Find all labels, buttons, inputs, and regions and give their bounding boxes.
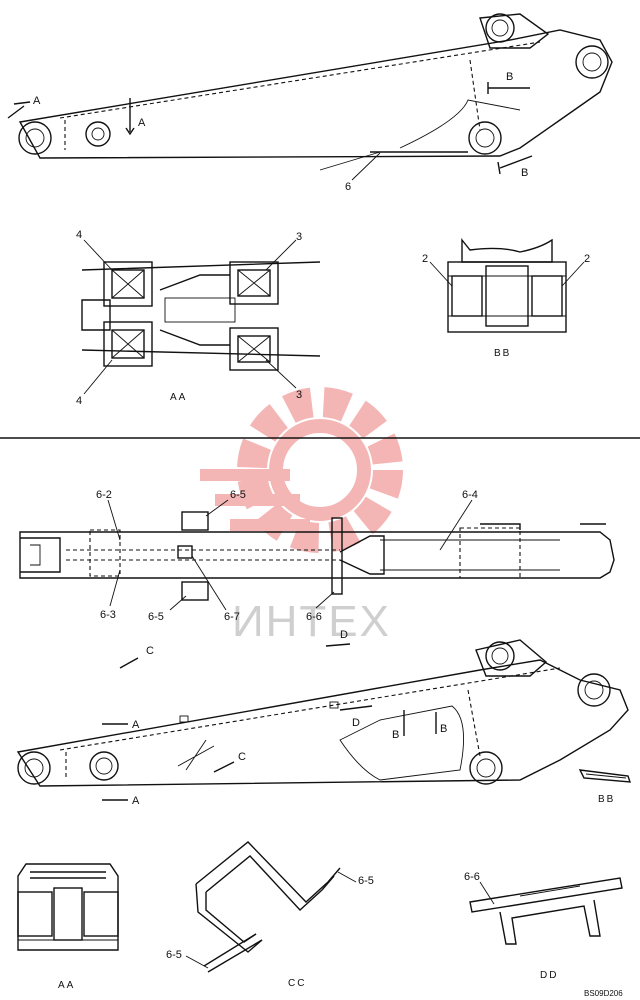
section-aa-bottom (17, 863, 119, 951)
bb-top-caption: BB (494, 348, 511, 359)
view-arrow-a-mid (125, 98, 135, 136)
view-label-d-upper: D (340, 629, 348, 641)
bottom-boom-side-view (16, 639, 629, 787)
top-boom-side-view (18, 13, 613, 171)
cc-label-6-5-lower: 6-5 (166, 949, 182, 961)
drawing-code: BS09D206 (584, 989, 623, 998)
view-label-b-bottom: B (521, 167, 528, 179)
section-cc-bracket (195, 841, 341, 973)
dd-label-6-6: 6-6 (464, 871, 480, 883)
bb-bottom-caption: BB (598, 794, 615, 805)
aa-top-caption: AA (170, 392, 187, 403)
view-label-a-upper: A (132, 719, 140, 731)
view-label-a-lower: A (132, 795, 140, 807)
plan-label-6-5-top: 6-5 (230, 489, 246, 501)
section-dd-plate (469, 877, 623, 945)
aa-bottom-caption: AA (58, 980, 75, 991)
view-arrow-c-lower (213, 761, 235, 773)
dd-caption: DD (540, 970, 558, 981)
plan-label-6-3: 6-3 (100, 609, 116, 621)
view-label-b-top: B (506, 71, 513, 83)
plan-label-6-2: 6-2 (96, 489, 112, 501)
bb-top-label-2-left: 2 (422, 253, 428, 265)
view-arrow-d-upper (325, 643, 351, 647)
view-label-b-right: B (440, 723, 447, 735)
part-label-6: 6 (345, 181, 351, 193)
view-arrow-d-lower (339, 705, 373, 711)
view-arrow-c-upper (119, 657, 139, 669)
bottom-boom-plan-view (19, 511, 615, 601)
view-label-a-mid: A (138, 117, 146, 129)
section-aa-top (81, 261, 321, 371)
view-label-d-lower: D (352, 717, 360, 729)
aa-top-label-3-upper: 3 (296, 231, 302, 243)
aa-top-label-4-lower: 4 (76, 395, 82, 407)
view-label-c-upper: C (146, 645, 154, 657)
section-bb-top (447, 238, 567, 333)
view-arrow-b-bottom (497, 155, 533, 175)
watermark-text: ИНТЕХ (232, 597, 391, 646)
aa-top-label-3-lower: 3 (296, 389, 302, 401)
cc-label-6-5-upper: 6-5 (358, 875, 374, 887)
plan-label-6-5-bottom: 6-5 (148, 611, 164, 623)
watermark-gear-icon (200, 387, 403, 553)
view-label-b-left: B (392, 729, 399, 741)
cc-caption: CC (288, 978, 306, 989)
plan-label-6-7: 6-7 (224, 611, 240, 623)
bb-top-label-2-right: 2 (584, 253, 590, 265)
aa-top-label-4-upper: 4 (76, 229, 82, 241)
view-label-c-lower: C (238, 751, 246, 763)
view-label-a-left: A (33, 95, 41, 107)
section-bb-bottom (578, 769, 632, 783)
view-arrow-a-left (7, 101, 31, 119)
plan-label-6-6: 6-6 (306, 611, 322, 623)
plan-label-6-4: 6-4 (462, 489, 478, 501)
view-arrow-b-top (487, 82, 530, 94)
